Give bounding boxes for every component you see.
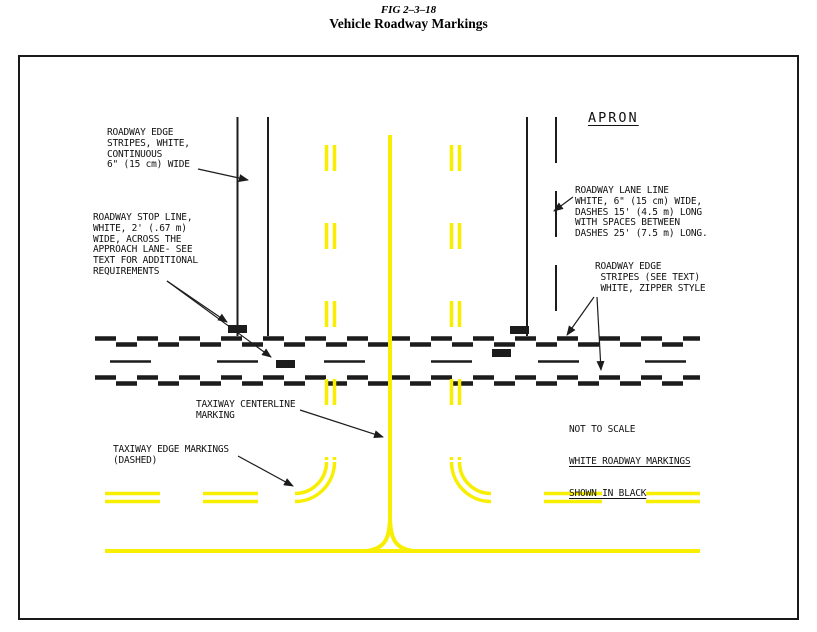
roadway-stop-lines	[228, 325, 529, 368]
leader-edge-stripes	[197, 168, 249, 182]
leader-zipper-2	[596, 296, 605, 371]
leader-lane-line	[553, 196, 574, 212]
label-not-to-scale: NOT TO SCALE WHITE ROADWAY MARKINGS SHOW…	[569, 403, 691, 522]
leader-taxiway-edge	[237, 455, 294, 487]
note-line-3: SHOWN IN BLACK	[569, 488, 647, 500]
note-line-2: WHITE ROADWAY MARKINGS	[569, 455, 691, 467]
taxiway-edge-fillets	[294, 461, 492, 504]
taxiway-edge-horizontal-dashes	[105, 491, 700, 504]
roadway-zipper-edge-stripes	[95, 336, 700, 386]
label-apron: APRON	[588, 110, 639, 126]
label-roadway-edge-stripes: ROADWAY EDGE STRIPES, WHITE, CONTINUOUS …	[107, 127, 190, 171]
label-taxiway-centerline: TAXIWAY CENTERLINE MARKING	[196, 399, 296, 421]
label-roadway-edge-zipper: ROADWAY EDGE STRIPES (SEE TEXT) WHITE, Z…	[595, 261, 706, 294]
figure-title: Vehicle Roadway Markings	[329, 16, 488, 31]
label-roadway-stop-line: ROADWAY STOP LINE, WHITE, 2' (.67 m) WID…	[93, 212, 198, 277]
figure-number: FIG 2–3–18	[380, 4, 437, 16]
label-taxiway-edge-markings: TAXIWAY EDGE MARKINGS (DASHED)	[113, 444, 229, 466]
taxiway-edge-vertical-dashes	[324, 145, 462, 460]
note-line-1: NOT TO SCALE	[569, 423, 636, 435]
taxiway-markings	[105, 135, 700, 553]
label-roadway-lane-line: ROADWAY LANE LINE WHITE, 6" (15 cm) WIDE…	[575, 185, 708, 240]
leader-centerline	[299, 409, 384, 439]
leader-zipper-1	[566, 296, 595, 336]
roadway-vertical-lines	[236, 117, 557, 336]
leader-stop-line-2	[166, 280, 272, 358]
leader-lines	[166, 168, 605, 487]
